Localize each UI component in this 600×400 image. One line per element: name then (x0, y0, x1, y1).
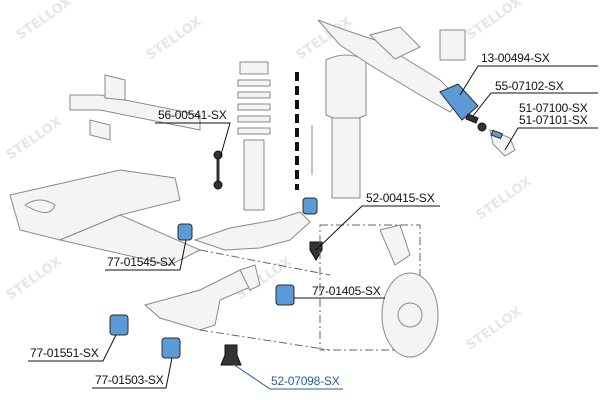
steering-rack (317, 19, 516, 157)
callout-77-01503: 77-01503-SX (92, 357, 173, 389)
part-label: 52-00415-SX (366, 191, 435, 205)
air-strut (311, 54, 367, 199)
stabilizer-link-part (213, 150, 223, 190)
callout-55-07102: 55-07102-SX (472, 79, 598, 117)
watermark: STELLOX (4, 254, 65, 303)
callout-77-01405: 77-01405-SX (294, 284, 385, 299)
subframe (9, 74, 202, 266)
lower-control-arm (109, 264, 295, 366)
part-label: 56-00541-SX (158, 108, 227, 122)
watermark: STELLOX (144, 14, 205, 63)
coil-strut (237, 61, 271, 211)
part-label-highlighted: 52-07098-SX (271, 374, 340, 388)
callout-13-00494: 13-00494-SX (459, 51, 598, 96)
part-label: 77-01545-SX (107, 255, 176, 269)
part-label: 51-07100-SX (519, 101, 588, 115)
part-label: 77-01503-SX (95, 373, 164, 387)
part-label: 13-00494-SX (481, 51, 550, 65)
callout-52-00415: 52-00415-SX (315, 191, 440, 251)
part-label: 55-07102-SX (495, 79, 564, 93)
part-label: 51-07101-SX (519, 113, 588, 127)
watermark: STELLOX (474, 174, 535, 223)
callout-56-00541: 56-00541-SX (155, 108, 231, 159)
part-label: 77-01551-SX (30, 346, 99, 360)
callout-52-07098: 52-07098-SX (232, 363, 343, 390)
watermark: STELLOX (4, 114, 65, 163)
watermark: STELLOX (14, 0, 75, 43)
steering-knuckle (199, 224, 439, 358)
upper-control-arm (177, 197, 323, 261)
part-label: 77-01405-SX (312, 284, 381, 298)
watermark: STELLOX (464, 0, 525, 43)
callout-51-07100: 51-07100-SX 51-07101-SX (504, 101, 598, 151)
callout-77-01545: 77-01545-SX (105, 239, 187, 271)
tie-rod-boot-part (439, 83, 479, 121)
watermark: STELLOX (464, 304, 525, 353)
callout-77-01551: 77-01551-SX (28, 334, 117, 362)
